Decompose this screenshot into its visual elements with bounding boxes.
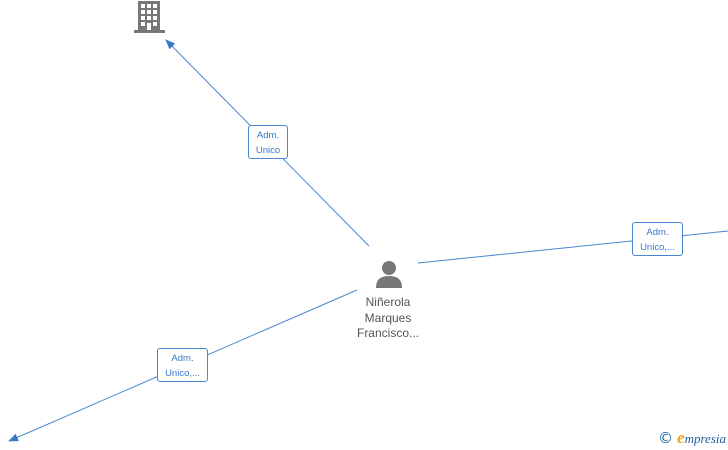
edge-label-line: Unico,...	[165, 368, 200, 379]
empresia-watermark: © empresia	[658, 428, 726, 448]
person-name-line: Niñerola	[365, 295, 411, 309]
person-name-line: Francisco...	[356, 326, 419, 340]
person-name-line: Marques	[364, 310, 412, 325]
edge-label-right[interactable]: Adm. Unico,...	[632, 222, 683, 256]
edge-label-line: Adm.	[256, 130, 280, 141]
edge-label-line: Unico	[255, 145, 281, 156]
person-name[interactable]: Niñerola Marques Francisco...	[347, 295, 429, 342]
brand-initial: e	[677, 428, 685, 447]
edge-label-bottom-left[interactable]: Adm. Unico,...	[157, 348, 208, 382]
person-icon[interactable]	[376, 261, 402, 288]
copyright-icon: ©	[658, 429, 674, 447]
building-icon[interactable]	[134, 1, 165, 33]
brand-logo: empresia	[677, 428, 726, 448]
edge-label-line: Adm.	[171, 353, 194, 364]
edge-label-line: Unico,...	[640, 242, 675, 253]
edge-label-company[interactable]: Adm. Unico	[248, 125, 288, 159]
brand-name: mpresia	[684, 431, 726, 446]
edge-label-line: Adm.	[646, 227, 669, 238]
